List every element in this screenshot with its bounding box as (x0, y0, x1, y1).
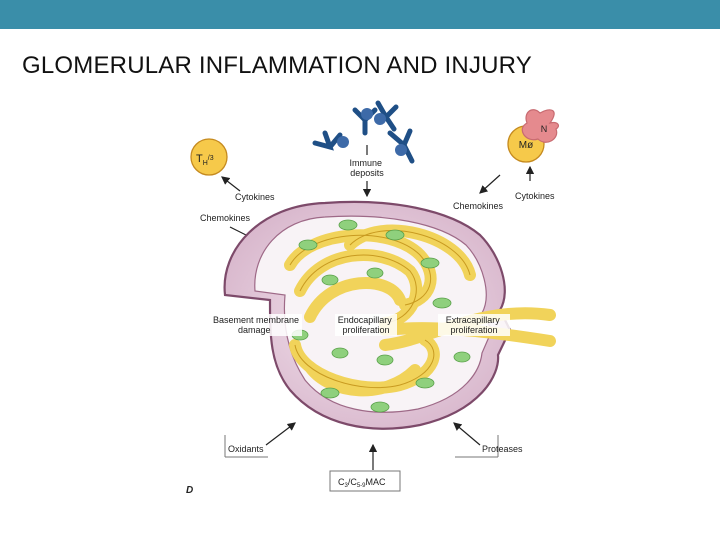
neutrophil-label: N (541, 124, 548, 134)
left-cytokines-label: Cytokines (235, 192, 275, 202)
bottom-mediators: Oxidants Proteases C3/C5-9MAC (224, 422, 523, 492)
macrophage-label: Mø (519, 140, 533, 151)
svg-text:TH/3: TH/3 (196, 153, 214, 167)
immune-deposits-label-2: deposits (350, 168, 384, 178)
antibody-icon (375, 100, 399, 132)
left-chemokines-label: Chemokines (200, 213, 251, 223)
complement-base: C (338, 477, 345, 487)
slide-title: GLOMERULAR INFLAMMATION AND INJURY (22, 52, 532, 79)
right-cytokines-label: Cytokines (515, 191, 555, 201)
top-bar (0, 0, 720, 29)
podocyte-cells (291, 219, 471, 413)
neutrophil-cell: N (521, 109, 560, 143)
glomerular-inflammation-diagram: Immune deposits TH/3 Mø N Cytokines Chem… (180, 95, 560, 505)
complement-mid: /C (348, 477, 358, 487)
right-signals: Chemokines Cytokines (453, 165, 555, 211)
antigen-icon (361, 108, 373, 120)
antigen-icon (337, 136, 349, 148)
th-cell: TH/3 (190, 138, 228, 176)
endocapillary-label-2: proliferation (342, 325, 389, 335)
th-cell-sub: H (203, 160, 208, 167)
basement-membrane-label-1: Basement membrane (213, 315, 299, 325)
complement-sub1: 3 (345, 483, 349, 489)
proteases-label: Proteases (482, 444, 523, 454)
antigen-icon (395, 144, 407, 156)
th-cell-suffix: /3 (208, 155, 214, 162)
svg-text:Basement membrane damage: Basement membrane damage (213, 315, 302, 335)
th-cell-main: T (196, 153, 203, 165)
central-labels: Basement membrane damage Endocapillary p… (210, 314, 510, 336)
panel-letter: D (186, 485, 193, 496)
antigen-icon (374, 113, 386, 125)
extracapillary-label-2: proliferation (450, 325, 497, 335)
basement-membrane-label-2: damage (238, 325, 271, 335)
complement-sub2: 5-9 (357, 483, 366, 489)
complement-end: MAC (366, 477, 387, 487)
immune-deposits-group: Immune deposits (312, 100, 415, 198)
svg-text:Endocapillary proliferat: Endocapillary proliferation (338, 315, 395, 335)
svg-text:Immune deposits: Immune deposits (349, 158, 384, 178)
right-chemokines-label: Chemokines (453, 201, 504, 211)
svg-text:C3/C5-9MAC: C3/C5-9MAC (338, 477, 386, 489)
endocapillary-label-1: Endocapillary (338, 315, 393, 325)
oxidants-label: Oxidants (228, 444, 264, 454)
svg-text:Extracapillary prolifera: Extracapillary proliferation (446, 315, 503, 335)
immune-deposits-label-1: Immune (349, 158, 382, 168)
antibody-icon (312, 130, 343, 151)
extracapillary-label-1: Extracapillary (446, 315, 501, 325)
